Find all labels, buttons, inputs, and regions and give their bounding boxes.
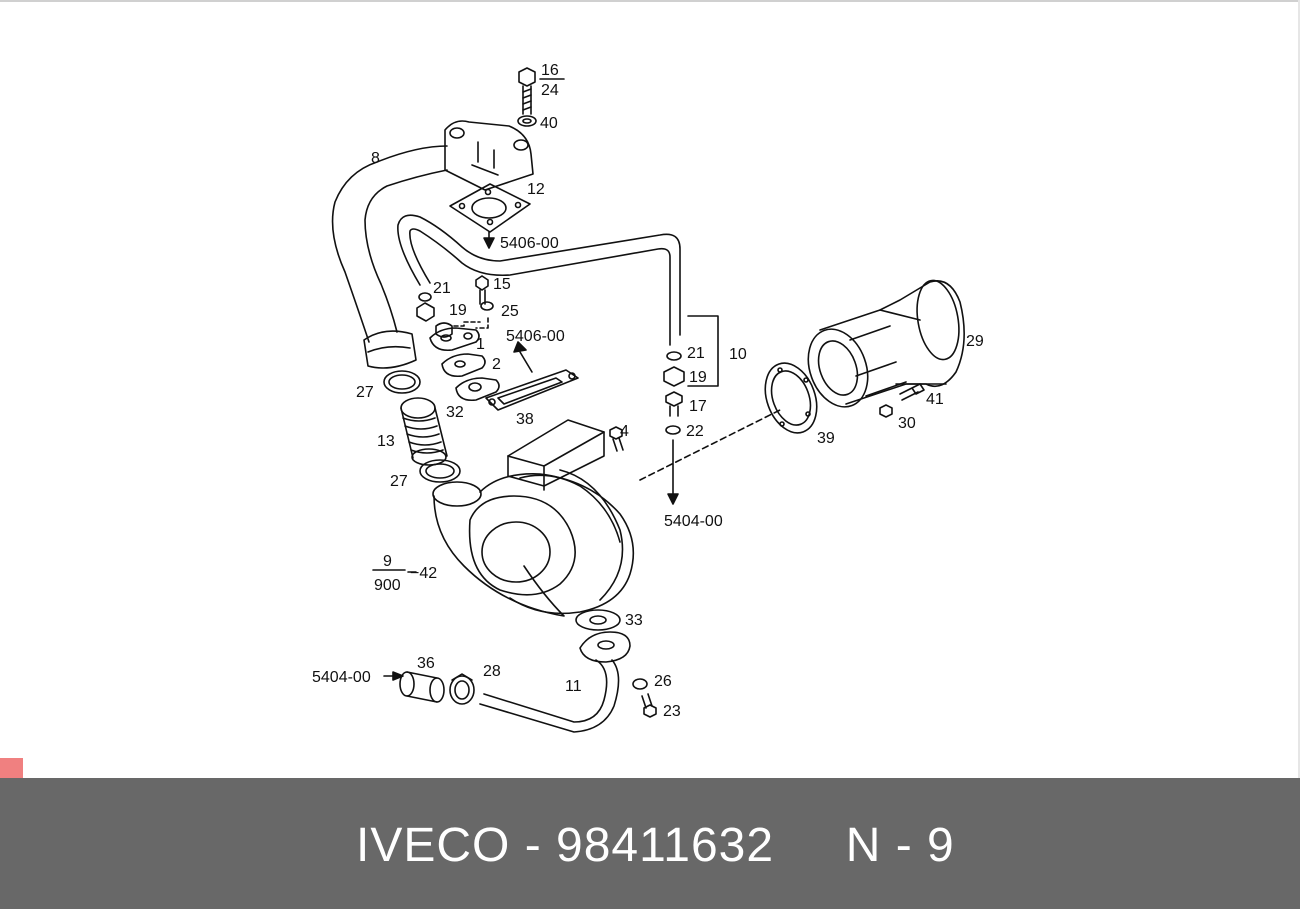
callout-26: 26	[654, 673, 672, 690]
corner-marker	[0, 758, 23, 778]
callout-15: 15	[493, 276, 511, 293]
callout-9: 9	[383, 553, 392, 570]
callout-38: 38	[516, 411, 534, 428]
top-border	[0, 0, 1300, 2]
leader-dashed-1	[453, 317, 489, 329]
callout-16: 16	[541, 62, 559, 79]
footer-caption: IVECO - 98411632 N - 9	[356, 818, 955, 873]
callout-25: 25	[501, 303, 519, 320]
turbocharger-9	[432, 419, 635, 617]
gasket-2	[441, 353, 486, 378]
callout-4: 4	[620, 423, 629, 440]
callout-labels: 16 24 40 8 12 5406-00 21 19 15 25 5406-0…	[312, 62, 984, 720]
callout-10: 10	[729, 346, 747, 363]
o-ring-27-bottom	[419, 459, 461, 483]
callout-36: 36	[417, 655, 435, 672]
washer-40	[517, 115, 537, 127]
fitting-21-19-left	[416, 292, 453, 338]
turbocharger-exploded-diagram: 16 24 40 8 12 5406-00 21 19 15 25 5406-0…	[312, 62, 984, 733]
callout-42: −42	[410, 565, 437, 582]
callout-28: 28	[483, 663, 501, 680]
callout-8: 8	[371, 150, 380, 167]
exhaust-adapter-29	[807, 279, 965, 408]
bolt-23	[641, 693, 657, 718]
page-number: 9	[927, 819, 955, 872]
o-ring-27-top	[383, 370, 421, 394]
ref-5404-right: 5404-00	[664, 513, 723, 530]
gasket-33	[575, 609, 621, 631]
callout-11: 11	[565, 678, 582, 695]
callout-21-right: 21	[687, 345, 705, 362]
callout-1: 1	[476, 336, 485, 353]
bolt-41	[879, 383, 925, 418]
callout-19-left: 19	[449, 302, 467, 319]
section-code: N	[845, 819, 882, 872]
bracket-10	[687, 315, 719, 387]
callout-33: 33	[625, 612, 643, 629]
callout-13: 13	[377, 433, 395, 450]
ref-5404-bottom: 5404-00	[312, 669, 371, 686]
oil-feed-pipe-10	[397, 214, 681, 346]
oil-drain-pipe-11	[479, 631, 631, 733]
gap	[774, 819, 846, 872]
callout-2: 2	[492, 356, 501, 373]
callout-39: 39	[817, 430, 835, 447]
separator-1: -	[510, 819, 557, 872]
callout-29: 29	[966, 333, 984, 350]
hose-36	[399, 671, 445, 703]
arrow-5406-mid	[519, 351, 533, 373]
bolt-4	[609, 426, 624, 452]
leader-dashed-2	[639, 409, 781, 481]
callout-27-bottom: 27	[390, 473, 408, 490]
footer-bar	[0, 778, 1300, 909]
callout-40: 40	[540, 115, 558, 132]
gasket-32	[455, 377, 500, 402]
fitting-21-19-17-22-right	[663, 351, 685, 435]
callout-22: 22	[686, 423, 704, 440]
bolt-15	[475, 275, 494, 311]
callout-12: 12	[527, 181, 545, 198]
callout-900: 900	[374, 577, 401, 594]
callout-17: 17	[689, 398, 707, 415]
washer-26	[632, 678, 648, 690]
ref-5406-top: 5406-00	[500, 235, 559, 252]
right-border	[1298, 0, 1300, 778]
callout-30: 30	[898, 415, 916, 432]
exhaust-elbow-8	[331, 120, 534, 369]
oil-flange-1	[429, 327, 480, 352]
bolt-16	[518, 67, 536, 115]
gasket-39	[764, 362, 818, 434]
callout-41: 41	[926, 391, 944, 408]
callout-27-top: 27	[356, 384, 374, 401]
sleeve-13	[400, 397, 448, 466]
gasket-38	[485, 369, 579, 411]
hose-clamp-28	[449, 673, 475, 705]
part-number: 98411632	[556, 819, 775, 872]
callout-21-left: 21	[433, 280, 451, 297]
separator-2: -	[881, 819, 928, 872]
gasket-12	[449, 183, 531, 233]
callout-23: 23	[663, 703, 681, 720]
callout-24: 24	[541, 82, 559, 99]
callout-32: 32	[446, 404, 464, 421]
ref-5406-mid: 5406-00	[506, 328, 565, 345]
callout-19-right: 19	[689, 369, 707, 386]
brand-name: IVECO	[356, 819, 511, 872]
